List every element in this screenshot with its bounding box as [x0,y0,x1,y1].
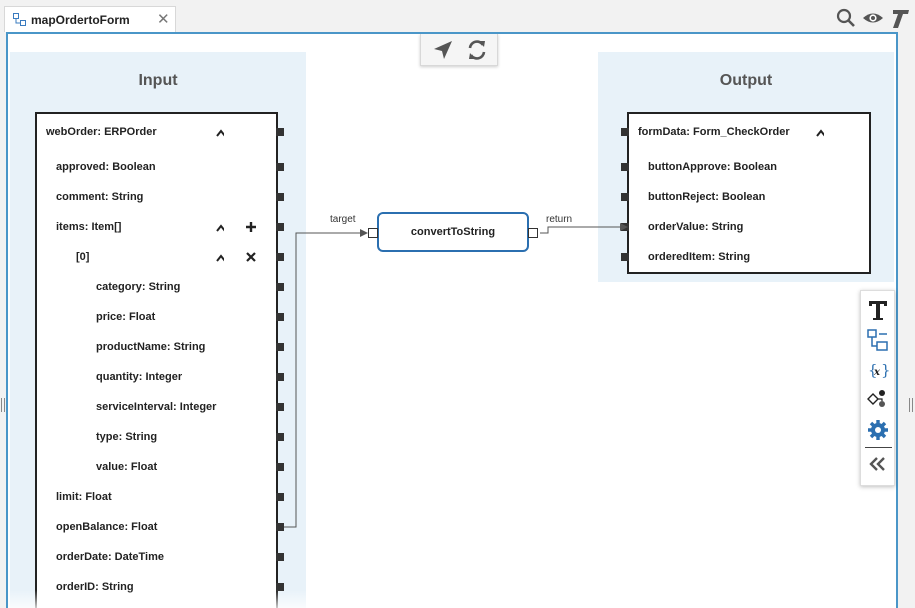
add-icon[interactable] [246,222,256,232]
tool-palette: { x } [860,290,895,486]
port-items[interactable] [276,223,284,231]
tree-row-openbalance[interactable]: openBalance: Float [56,521,158,533]
variable-icon[interactable]: { x } [867,359,889,381]
function-name: convertToString [410,226,496,238]
structure-icon[interactable] [867,329,889,351]
tree-row-approved[interactable]: approved: Boolean [56,161,156,173]
tree-row-ordervalue[interactable]: orderValue: String [648,221,744,233]
port-comment[interactable] [276,193,284,201]
port-quantity[interactable] [276,373,284,381]
remove-icon[interactable] [246,252,256,262]
function-input-label: target [330,214,356,225]
search-icon[interactable] [836,8,856,28]
connection-wires [284,223,628,528]
mapping-canvas[interactable]: Input Output webOrder: ERPOrder approved… [6,32,898,608]
tree-row-type[interactable]: type: String [96,431,158,443]
editor-tabbar: mapOrdertoForm ✕ [0,0,915,33]
svg-text:{: { [868,361,878,379]
close-icon[interactable]: ✕ [157,11,170,28]
port-approved[interactable] [276,163,284,171]
settings-icon[interactable] [867,419,889,441]
function-output-port[interactable] [528,228,538,238]
text-italic-icon[interactable] [888,8,910,28]
tree-row-productname[interactable]: productName: String [96,341,206,353]
port-item-0[interactable] [276,253,284,261]
chevron-up-icon[interactable] [216,254,224,262]
port-value[interactable] [276,463,284,471]
canvas-toolbar [420,34,498,66]
tree-row-price[interactable]: price: Float [96,311,156,323]
tree-row-orderdate[interactable]: orderDate: DateTime [56,551,164,563]
tree-row-buttonapprove[interactable]: buttonApprove: Boolean [648,161,777,173]
port-price[interactable] [276,313,284,321]
chevron-up-icon[interactable] [216,129,224,137]
text-icon[interactable] [867,299,889,321]
port-weborder[interactable] [276,128,284,136]
output-structure-box: formData: Form_CheckOrder buttonApprove:… [627,112,871,274]
port-category[interactable] [276,283,284,291]
palette-divider [865,447,892,448]
tree-row-buttonreject[interactable]: buttonReject: Boolean [648,191,766,203]
tree-row-ordereditem[interactable]: orderedItem: String [648,251,751,263]
output-panel-title: Output [719,72,773,89]
tree-row-serviceinterval[interactable]: serviceInterval: Integer [96,401,217,413]
left-resize-handle[interactable] [1,398,5,412]
right-resize-handle[interactable] [909,398,913,412]
input-panel-title: Input [138,72,178,89]
port-serviceinterval[interactable] [276,403,284,411]
tree-row-limit[interactable]: limit: Float [56,491,112,503]
navigate-icon[interactable] [432,40,454,60]
eye-icon[interactable] [862,8,884,28]
chevron-up-icon[interactable] [816,129,824,137]
port-productname[interactable] [276,343,284,351]
tree-row-category[interactable]: category: String [96,281,181,293]
tab-title: mapOrdertoForm [31,13,130,27]
scroll-fade [8,590,896,608]
port-ordereditem[interactable] [621,253,629,261]
function-input-port[interactable] [368,228,378,238]
mapping-icon [13,13,26,26]
condition-icon[interactable] [867,389,889,411]
tree-row-formdata[interactable]: formData: Form_CheckOrder [638,126,790,138]
tab-mapordertoform[interactable]: mapOrdertoForm ✕ [4,6,176,32]
chevron-up-icon[interactable] [216,224,224,232]
tree-row-item-0[interactable]: [0] [76,251,90,263]
tree-row-value[interactable]: value: Float [96,461,158,473]
refresh-icon[interactable] [466,39,488,61]
port-openbalance[interactable] [276,523,284,531]
port-orderid[interactable] [276,583,284,591]
port-type[interactable] [276,433,284,441]
function-output-label: return [546,214,573,225]
port-limit[interactable] [276,493,284,501]
svg-text:x: x [873,367,881,378]
svg-text:}: } [881,361,889,379]
tree-row-items[interactable]: items: Item[] [56,221,122,233]
tree-row-comment[interactable]: comment: String [56,191,144,203]
port-orderdate[interactable] [276,553,284,561]
tree-row-quantity[interactable]: quantity: Integer [96,371,183,383]
port-formdata[interactable] [621,128,629,136]
input-structure-box: webOrder: ERPOrder approved: Boolean com… [35,112,278,608]
function-convert-to-string[interactable]: convertToString [377,212,529,252]
tree-row-weborder[interactable]: webOrder: ERPOrder [46,126,157,138]
port-buttonapprove[interactable] [621,163,629,171]
collapse-icon[interactable] [867,453,889,475]
port-buttonreject[interactable] [621,193,629,201]
